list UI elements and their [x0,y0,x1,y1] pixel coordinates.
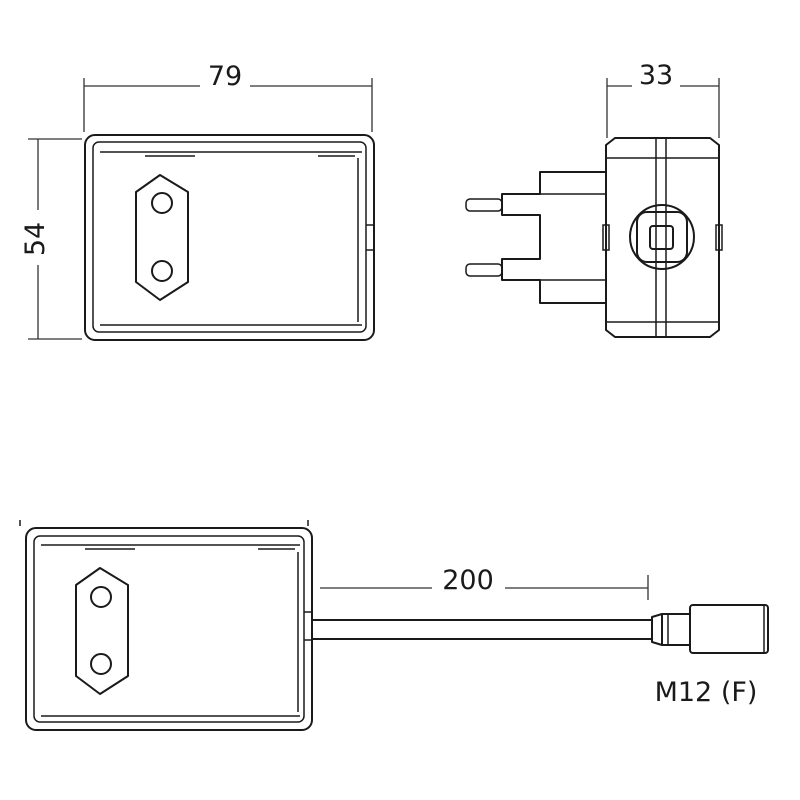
cable-view-socket [75,567,129,695]
side-view-pins [465,198,503,277]
dimension-height: 54 [20,138,82,340]
cable-view: 200 M12 (F) [19,520,769,731]
connector-label: M12 (F) [655,677,758,708]
dimension-depth: 33 [606,60,720,138]
m12-connector [651,604,769,654]
front-view-body [84,134,375,341]
dimension-cable-length-label: 200 [442,565,494,596]
side-view-plug-base [501,171,607,304]
dimension-width-label: 79 [208,61,242,92]
dimension-width: 79 [83,61,373,132]
dimension-height-label: 54 [20,222,51,256]
front-view-socket [135,174,189,301]
side-view: 33 [465,60,723,338]
cable-view-body [19,520,313,731]
front-view: 79 54 [20,61,375,341]
cable [311,619,653,640]
dimension-cable-length: 200 [320,565,649,600]
side-view-body [602,137,723,338]
dimension-depth-label: 33 [639,60,673,91]
side-view-button [629,204,695,270]
